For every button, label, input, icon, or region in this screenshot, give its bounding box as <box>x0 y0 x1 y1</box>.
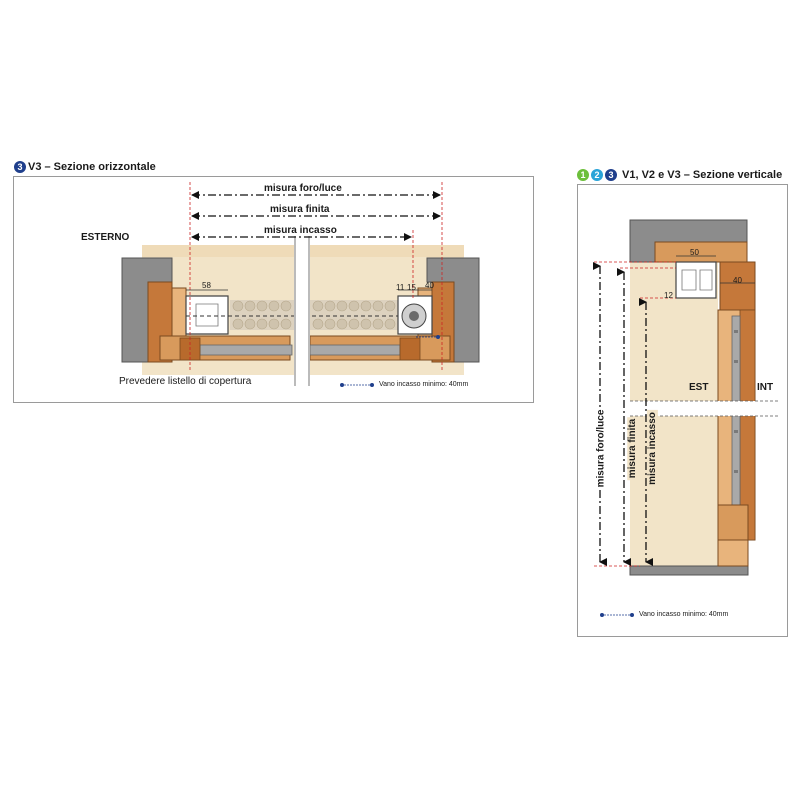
dim-40-vertical: 40 <box>733 276 742 285</box>
dim-finita-label: misura finita <box>268 204 332 215</box>
dim-15: 15 <box>407 283 416 292</box>
vertical-title-text: V1, V2 e V3 – Sezione verticale <box>622 169 783 181</box>
dim-40: 40 <box>425 281 434 290</box>
step-badge-3: 3 <box>605 169 617 181</box>
dim-58: 58 <box>202 281 211 290</box>
vertical-dim-finita-label: misura finita <box>627 416 639 481</box>
step-badge-3: 3 <box>14 161 26 173</box>
legend-vano: Vano incasso minimo: 40mm <box>379 381 469 388</box>
vertical-legend-vano: Vano incasso minimo: 40mm <box>639 611 729 618</box>
note-listello: Prevedere listello di copertura <box>119 376 252 387</box>
dim-incasso-label: misura incasso <box>262 225 339 236</box>
bottom-wall-block <box>629 565 749 576</box>
step-badge-2: 2 <box>591 169 603 181</box>
dim-12: 12 <box>664 291 673 300</box>
vertical-dim-foro-label: misura foro/luce <box>595 407 607 490</box>
dim-foro-label: misura foro/luce <box>262 183 344 194</box>
int-label: INT <box>757 382 774 393</box>
vertical-section-title: 1 2 3 V1, V2 e V3 – Sezione verticale <box>577 169 782 181</box>
horizontal-title-text: V3 – Sezione orizzontale <box>28 161 156 173</box>
dim-50: 50 <box>690 248 699 257</box>
step-badge-1: 1 <box>577 169 589 181</box>
est-label: EST <box>689 382 709 393</box>
vertical-dim-incasso-label: misura incasso <box>646 410 658 487</box>
dim-11: 11 <box>396 283 405 292</box>
esterno-label: ESTERNO <box>81 232 130 243</box>
horizontal-section-title: 3 V3 – Sezione orizzontale <box>14 161 156 173</box>
